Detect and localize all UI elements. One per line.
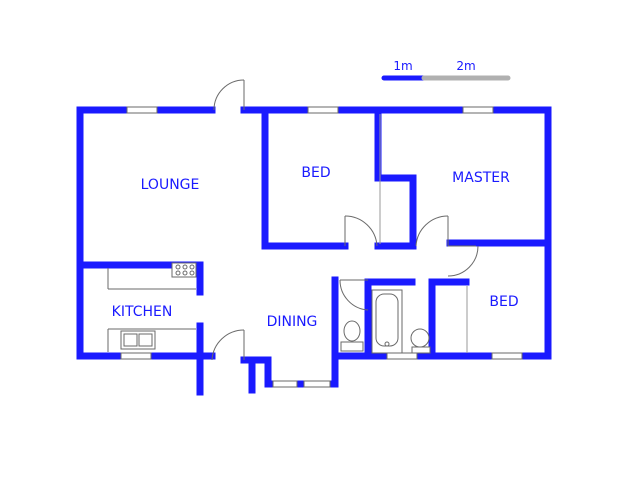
basin-icon [410,328,431,354]
room-label-master: MASTER [452,170,510,186]
doors [211,79,479,361]
room-label-bed-1: BED [301,165,331,181]
room-label-dining: DINING [266,314,318,330]
window [307,106,339,114]
window [491,352,523,360]
window [386,352,418,360]
window [272,380,298,388]
window [126,106,158,114]
windows [120,106,523,388]
fixtures [107,262,431,354]
scale-label-2m: 2m [456,59,476,73]
window [303,380,331,388]
toilet-icon [340,320,364,352]
scale-label-1m: 1m [393,59,413,73]
walls [76,106,552,396]
window [120,352,152,360]
room-label-lounge: LOUNGE [140,177,200,193]
window [462,106,494,114]
room-label-bed-2: BED [489,294,519,310]
room-label-kitchen: KITCHEN [111,304,173,320]
bathtub-icon [371,289,403,354]
